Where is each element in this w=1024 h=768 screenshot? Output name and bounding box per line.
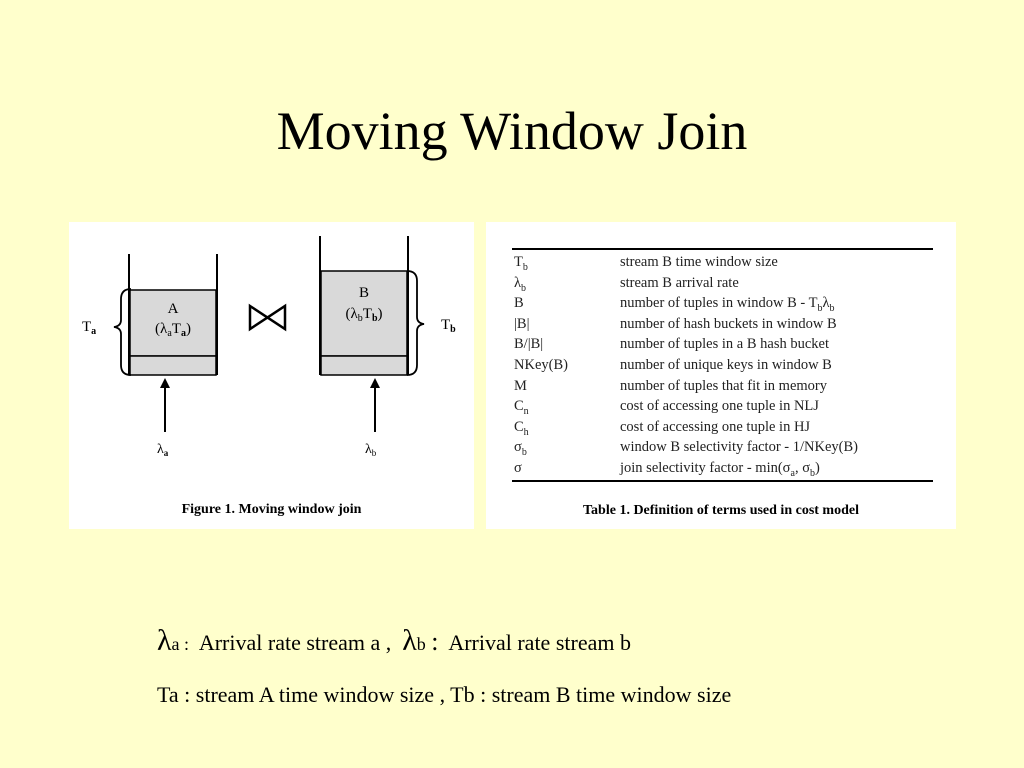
figure-panel: A (λaTa) Ta λa B (λbTb) Tb λb Figure 1. … xyxy=(69,222,474,529)
box-b-label: B xyxy=(359,285,369,301)
left-brace-label: Ta xyxy=(82,319,96,337)
lambda-b-subscript: b xyxy=(416,634,426,654)
definition-row: Tb stream B time window size xyxy=(512,252,933,273)
definition-row: B/|B| number of tuples in a B hash bucket xyxy=(512,334,933,355)
definition-description: number of unique keys in window B xyxy=(620,356,832,373)
box-a-formula: (λaTa) xyxy=(155,321,191,339)
definition-row: |B| number of hash buckets in window B xyxy=(512,314,933,335)
definition-term: M xyxy=(514,377,527,394)
arrival-rate-a-text: Arrival rate stream a , xyxy=(198,630,392,655)
definition-description: number of tuples in window B - Tbλb xyxy=(620,295,835,315)
arrival-rate-b-text: Arrival rate stream b xyxy=(448,630,631,655)
arrow-a-head xyxy=(160,378,170,388)
colon: : xyxy=(431,627,439,656)
definition-row: λb stream B arrival rate xyxy=(512,273,933,294)
definition-row: σb window B selectivity factor - 1/NKey(B… xyxy=(512,437,933,458)
definition-description: stream B arrival rate xyxy=(620,274,739,291)
lambda-a-subscript: a : xyxy=(171,634,190,654)
definition-row: Ch cost of accessing one tuple in HJ xyxy=(512,417,933,438)
definition-term: σ xyxy=(514,459,522,476)
arrow-a-label: λa xyxy=(157,442,169,458)
definition-row: σ join selectivity factor - min(σa, σb) xyxy=(512,458,933,479)
definition-description: number of tuples that fit in memory xyxy=(620,377,827,394)
definition-description: stream B time window size xyxy=(620,254,778,270)
box-b-formula: (λbTb) xyxy=(345,306,382,324)
definition-description: number of hash buckets in window B xyxy=(620,315,837,332)
definition-term: Cn xyxy=(514,398,529,418)
definition-row: NKey(B) number of unique keys in window B xyxy=(512,355,933,376)
definition-term: B xyxy=(514,295,524,312)
definition-term: λb xyxy=(514,274,527,294)
lambda-a-symbol: λ xyxy=(157,624,172,657)
moving-window-join-diagram: A (λaTa) Ta λa B (λbTb) Tb λb xyxy=(82,236,456,458)
box-a-label: A xyxy=(168,301,179,317)
footer-line-1: λa : Arrival rate stream a , λb : Arriva… xyxy=(157,624,631,658)
definition-term: B/|B| xyxy=(514,336,544,353)
left-brace xyxy=(113,288,132,376)
arrow-b-head xyxy=(370,378,380,388)
definition-term: |B| xyxy=(514,315,530,332)
lambda-b-symbol: λ xyxy=(402,624,417,657)
definition-term: Ch xyxy=(514,418,529,438)
slide-title: Moving Window Join xyxy=(276,101,748,161)
footer-line-2: Ta : stream A time window size , Tb : st… xyxy=(157,682,732,707)
definition-term: Tb xyxy=(514,254,528,273)
window-a-box xyxy=(129,289,217,357)
definition-term: σb xyxy=(514,439,527,459)
arrow-b-label: λb xyxy=(365,442,377,458)
table-caption: Table 1. Definition of terms used in cos… xyxy=(583,503,859,518)
right-brace xyxy=(406,270,425,376)
table-panel: Tb stream B time window size λb stream B ar… xyxy=(486,222,956,529)
window-b-box xyxy=(320,270,408,357)
join-symbol xyxy=(248,303,287,332)
definition-description: cost of accessing one tuple in NLJ xyxy=(620,398,819,415)
right-brace-label: Tb xyxy=(441,317,456,335)
window-b-slot xyxy=(320,355,408,376)
definition-description: cost of accessing one tuple in HJ xyxy=(620,418,811,435)
definition-row: Cn cost of accessing one tuple in NLJ xyxy=(512,396,933,417)
definition-term: NKey(B) xyxy=(514,356,568,373)
window-a-slot xyxy=(129,355,217,376)
definition-description: join selectivity factor - min(σa, σb) xyxy=(620,459,820,479)
definitions-table: Tb stream B time window size λb stream B ar… xyxy=(512,248,933,482)
definition-description: number of tuples in a B hash bucket xyxy=(620,336,829,353)
definition-description: window B selectivity factor - 1/NKey(B) xyxy=(620,439,858,456)
figure-caption: Figure 1. Moving window join xyxy=(181,502,362,517)
